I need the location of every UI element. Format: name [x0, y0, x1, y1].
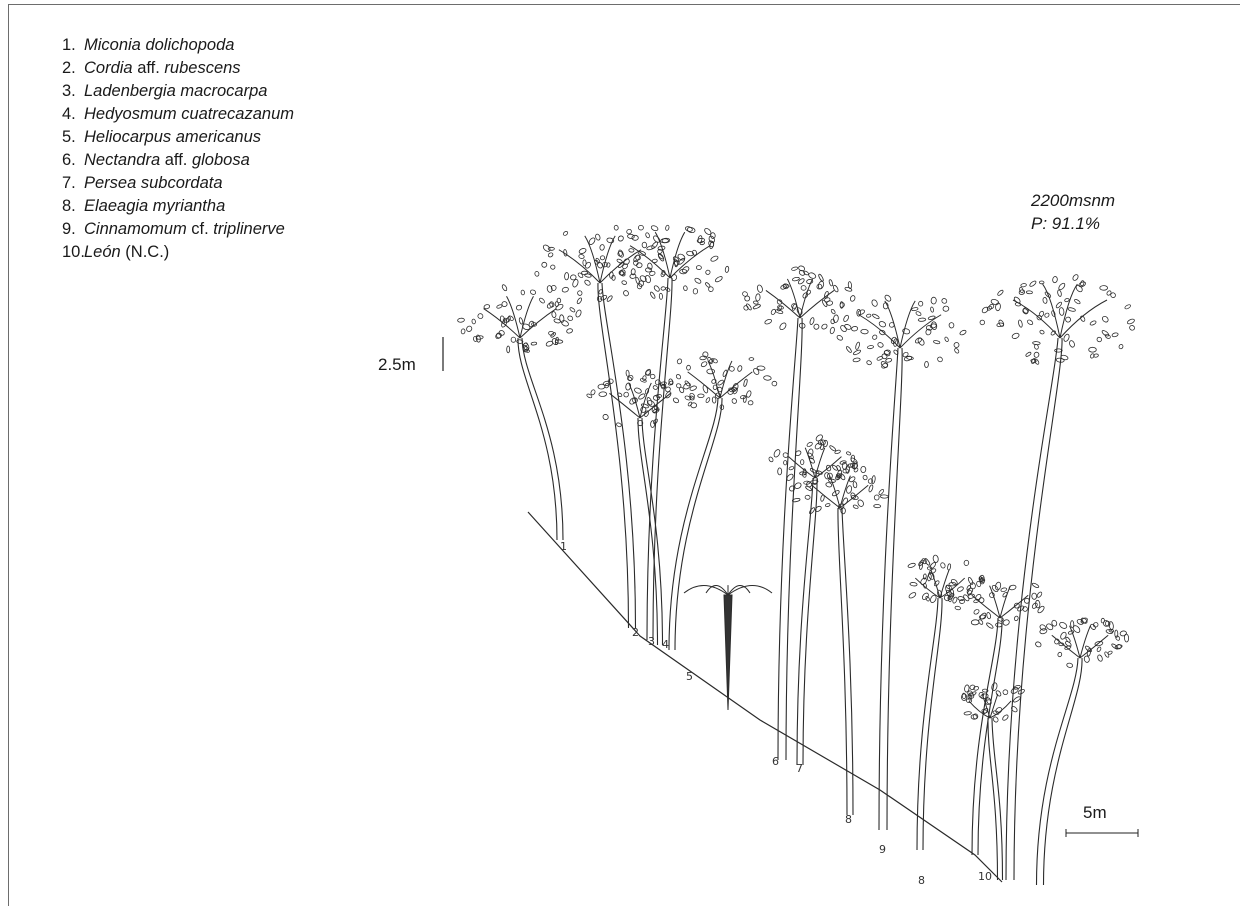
tree-number: 10 [978, 870, 992, 883]
tree-number: 3 [648, 635, 655, 648]
tree-number: 2 [632, 626, 639, 639]
tree-number: 9 [879, 843, 886, 856]
tree-number: 7 [796, 762, 803, 775]
tree [665, 351, 777, 650]
tree [829, 294, 966, 830]
tree-number: 4 [662, 638, 669, 651]
horizontal-scale-bar [1066, 829, 1138, 837]
tree-number-layer: 1 234 5 6 7 8 9 8 10 [560, 540, 992, 887]
tree-layer [457, 225, 1135, 885]
tree-number: 8 [845, 813, 852, 826]
tree [908, 555, 976, 850]
tree-number: 5 [686, 670, 693, 683]
tree-number: 6 [772, 755, 779, 768]
tree [457, 284, 582, 540]
tree-number: 1 [560, 540, 567, 553]
tree [684, 585, 772, 710]
tree [534, 225, 664, 628]
tree-number: 8 [918, 874, 925, 887]
tree [1035, 617, 1129, 885]
tree [600, 225, 729, 640]
tree [979, 274, 1135, 880]
